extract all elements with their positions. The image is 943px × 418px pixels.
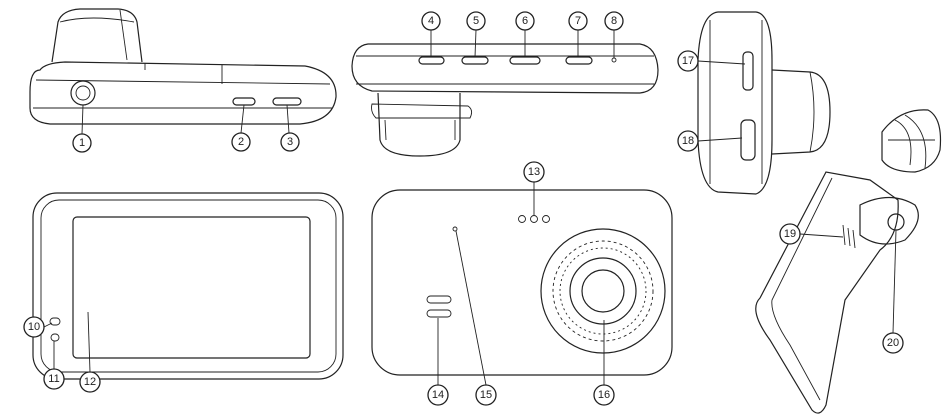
callout-18: 18 — [677, 130, 699, 152]
callout-label: 19 — [784, 228, 796, 240]
lcd-screen — [72, 216, 311, 359]
top-left-view — [29, 8, 337, 125]
callout-16: 16 — [593, 384, 615, 406]
ball-joint — [881, 109, 942, 173]
callout-6: 6 — [515, 11, 535, 31]
mount-post — [51, 8, 143, 63]
leader-lines — [43, 29, 897, 386]
callout-label: 12 — [84, 376, 96, 388]
callout-label: 1 — [79, 137, 85, 149]
front-view — [371, 189, 673, 376]
button-hole — [70, 80, 96, 106]
mount-view — [755, 109, 942, 414]
callout-label: 5 — [473, 15, 479, 27]
mount-plate — [755, 171, 899, 414]
button-6 — [509, 56, 541, 65]
back-body-inner — [40, 199, 337, 373]
callout-label: 7 — [575, 15, 581, 27]
callout-label: 13 — [528, 166, 540, 178]
callout-2: 2 — [231, 132, 251, 152]
callout-label: 10 — [28, 321, 40, 333]
back-body-outer — [32, 192, 344, 380]
callout-label: 16 — [598, 389, 610, 401]
callout-10: 10 — [23, 316, 45, 338]
callout-label: 6 — [522, 15, 528, 27]
card-slot-17 — [742, 51, 754, 91]
callout-17: 17 — [677, 50, 699, 72]
callout-label: 4 — [428, 15, 434, 27]
callout-14: 14 — [427, 384, 449, 406]
usb-port-18 — [740, 119, 756, 161]
callout-7: 7 — [568, 11, 588, 31]
front-body — [371, 189, 673, 376]
callout-label: 14 — [432, 389, 444, 401]
callout-3: 3 — [280, 132, 300, 152]
speaker-slot — [426, 295, 452, 304]
indicator-10 — [49, 317, 61, 326]
mic-hole — [611, 57, 617, 63]
callout-15: 15 — [475, 384, 497, 406]
callout-label: 20 — [887, 337, 899, 349]
callout-label: 8 — [611, 15, 617, 27]
callout-label: 15 — [480, 389, 492, 401]
back-view — [32, 192, 344, 380]
lens-ring-outer — [540, 228, 666, 354]
indicator-11 — [50, 333, 60, 342]
callout-8: 8 — [604, 11, 624, 31]
callout-19: 19 — [779, 223, 801, 245]
callout-5: 5 — [466, 11, 486, 31]
camera-body-side — [29, 61, 337, 125]
callout-label: 3 — [287, 136, 293, 148]
callout-label: 11 — [48, 373, 59, 385]
callout-label: 18 — [682, 135, 694, 147]
mic-15 — [452, 226, 458, 232]
lens-ring-inner — [569, 257, 637, 325]
callout-label: 17 — [682, 55, 694, 67]
camera-body-side-right — [697, 11, 773, 195]
port-3 — [272, 97, 302, 106]
callout-11: 11 — [43, 368, 65, 390]
callout-12: 12 — [79, 371, 101, 393]
camera-body-top — [351, 43, 659, 94]
port-2 — [232, 97, 256, 106]
callout-20: 20 — [882, 332, 904, 354]
speaker-slot — [426, 309, 452, 318]
button-4 — [418, 56, 445, 65]
button-5 — [461, 56, 489, 65]
lens-glass — [581, 269, 625, 313]
lens-barrel-bottom — [377, 92, 461, 157]
button-7 — [565, 56, 593, 65]
callout-label: 2 — [238, 136, 244, 148]
callout-4: 4 — [421, 11, 441, 31]
callout-13: 13 — [523, 161, 545, 183]
top-middle-view — [351, 43, 659, 157]
lens-side — [771, 69, 831, 155]
side-view — [697, 11, 831, 195]
knob-20 — [887, 213, 905, 231]
callout-1: 1 — [72, 133, 92, 153]
